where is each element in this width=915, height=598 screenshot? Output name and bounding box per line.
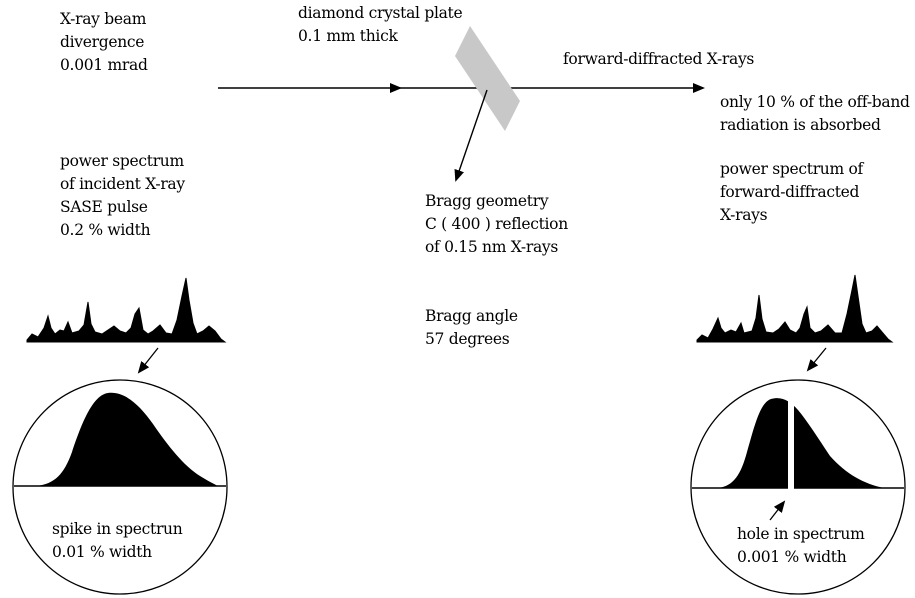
absorbed-radiation-label: only 10 % of the off-band radiation is a… — [720, 91, 910, 137]
bragg-reflected-beam — [454, 89, 488, 182]
incident-spectrum-line-3: SASE pulse — [60, 198, 148, 216]
forward-spectrum-label: power spectrum of forward-diffracted X-r… — [720, 158, 863, 227]
forward-label-line-1: forward-diffracted X-rays — [563, 50, 755, 68]
absorbed-label-line-1: only 10 % of the off-band — [720, 93, 910, 111]
beam-label-line-1: X-ray beam — [60, 10, 147, 28]
forward-spectrum-line-2: forward-diffracted — [720, 183, 860, 201]
bragg-geometry-label: Bragg geometry C ( 400 ) reflection of 0… — [425, 190, 568, 259]
bragg-geometry-line-3: of 0.15 nm X-rays — [425, 238, 559, 256]
bragg-angle-line-1: Bragg angle — [425, 307, 518, 325]
diamond-crystal-plate — [455, 26, 520, 131]
spike-label-line-2: 0.01 % width — [52, 543, 152, 561]
spike-label-line-1: spike in spectrun — [52, 520, 183, 538]
single-spike-peak — [36, 392, 218, 486]
left-zoom-pointer — [137, 347, 159, 374]
crystal-label-line-2: 0.1 mm thick — [298, 27, 398, 45]
incident-spectrum-line-4: 0.2 % width — [60, 221, 151, 239]
spectral-hole — [788, 395, 794, 490]
crystal-plate-label: diamond crystal plate 0.1 mm thick — [298, 2, 463, 48]
hole-label-line-2: 0.001 % width — [737, 548, 847, 566]
forward-diffracted-label: forward-diffracted X-rays — [563, 48, 754, 71]
bragg-geometry-line-2: C ( 400 ) reflection — [425, 215, 568, 233]
incident-spectrum-line-1: power spectrum — [60, 152, 184, 170]
beam-divergence-label: X-ray beam divergence 0.001 mrad — [60, 8, 148, 77]
right-zoom-pointer — [806, 347, 827, 372]
spike-magnifier-circle — [12, 379, 228, 595]
crystal-label-line-1: diamond crystal plate — [298, 4, 463, 22]
bragg-geometry-line-1: Bragg geometry — [425, 192, 549, 210]
hole-in-spectrum-label: hole in spectrum 0.001 % width — [737, 523, 865, 569]
bragg-angle-label: Bragg angle 57 degrees — [425, 305, 518, 351]
beam-label-line-2: divergence — [60, 33, 145, 51]
hole-pointer — [769, 500, 786, 521]
bragg-angle-line-2: 57 degrees — [425, 330, 510, 348]
hole-label-line-1: hole in spectrum — [737, 525, 865, 543]
forward-spectrum-line-1: power spectrum of — [720, 160, 863, 178]
forward-spectrum-line-3: X-rays — [720, 206, 768, 224]
incident-spectrum-label: power spectrum of incident X-ray SASE pu… — [60, 150, 185, 242]
absorbed-label-line-2: radiation is absorbed — [720, 116, 881, 134]
incident-spectrum-line-2: of incident X-ray — [60, 175, 185, 193]
spike-in-spectrum-label: spike in spectrun 0.01 % width — [52, 518, 183, 564]
forward-spike-spectrum — [696, 274, 894, 343]
incident-spike-spectrum — [26, 277, 227, 343]
hole-spike-peak — [718, 398, 884, 488]
beam-label-line-3: 0.001 mrad — [60, 56, 148, 74]
